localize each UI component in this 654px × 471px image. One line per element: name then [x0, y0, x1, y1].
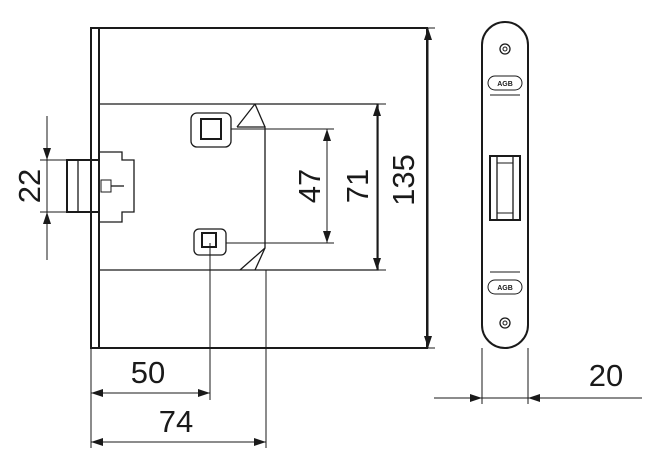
mechanism-bracket-line: [237, 126, 266, 271]
dimension-74-label: 74: [159, 404, 193, 439]
dimension-71: 71: [340, 103, 386, 271]
mechanism-plate: [99, 103, 379, 271]
bracket-diagonal-bottom: [254, 247, 266, 271]
dimension-50-label: 50: [131, 355, 165, 390]
latch-slot: [489, 155, 521, 221]
dimension-71-label: 71: [340, 169, 375, 203]
strike-plate-outline: [481, 21, 529, 349]
dimension-47-label: 47: [292, 169, 327, 203]
dimension-20: 20: [434, 348, 642, 404]
lock-faceplate: [90, 27, 100, 349]
latch-mechanism: [99, 151, 135, 223]
brand-logo-top-icon: AGB: [487, 75, 523, 96]
dimension-22: 22: [12, 116, 67, 260]
mechanism-bracket: [236, 103, 256, 128]
dimension-22-label: 22: [12, 169, 47, 203]
latch-pin: [100, 179, 112, 193]
lower-keyhole: [201, 232, 217, 248]
dimension-135: 135: [386, 27, 435, 349]
dimension-50: 50: [90, 243, 211, 448]
brand-logo-bottom-text: AGB: [497, 285, 513, 292]
bracket-diagonal: [254, 103, 266, 128]
upper-spindle-outer: [190, 112, 232, 148]
dimension-135-label: 135: [386, 154, 421, 206]
bottom-screw-center: [502, 320, 508, 326]
dimension-47: 47: [226, 128, 334, 244]
brand-logo-top-text: AGB: [497, 81, 513, 88]
dimension-20-label: 20: [589, 358, 623, 393]
lock-body: [66, 27, 428, 349]
dimension-74: 74: [91, 270, 267, 448]
top-screw-center: [502, 46, 508, 52]
brand-logo-bottom-icon: AGB: [487, 271, 523, 295]
bottom-screw-icon: [499, 317, 511, 329]
top-screw-icon: [499, 43, 511, 55]
latch-bolt-body: [66, 159, 100, 213]
upper-spindle-hole: [200, 118, 222, 140]
strike-plate: AGB AGB: [481, 21, 529, 349]
